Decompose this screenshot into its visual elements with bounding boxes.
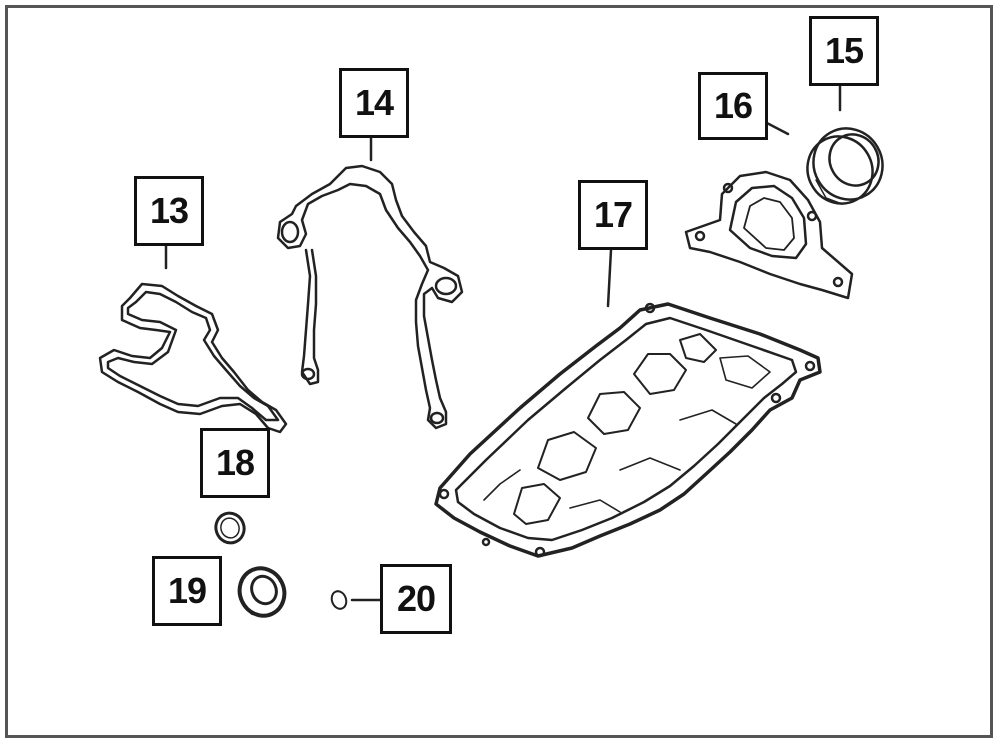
leader-16 xyxy=(765,122,788,134)
callout-16: 16 xyxy=(698,72,768,140)
callout-14: 14 xyxy=(339,68,409,138)
timing-cover-gasket-13 xyxy=(100,284,286,432)
oil-pan-gasket-17 xyxy=(436,304,820,556)
rear-main-seal-15 xyxy=(795,116,895,216)
diagram-frame xyxy=(5,5,993,738)
callout-17: 17 xyxy=(578,180,648,250)
callout-20: 20 xyxy=(380,564,452,634)
leader-17 xyxy=(608,250,611,306)
front-cover-gasket-14 xyxy=(278,166,462,428)
callout-15: 15 xyxy=(809,16,879,86)
rear-seal-retainer-16 xyxy=(686,172,852,298)
callout-19: 19 xyxy=(152,556,222,626)
o-ring-20 xyxy=(329,589,348,611)
callout-13: 13 xyxy=(134,176,204,246)
seal-19 xyxy=(232,561,292,623)
callout-18: 18 xyxy=(200,428,270,498)
o-ring-18 xyxy=(212,509,249,547)
